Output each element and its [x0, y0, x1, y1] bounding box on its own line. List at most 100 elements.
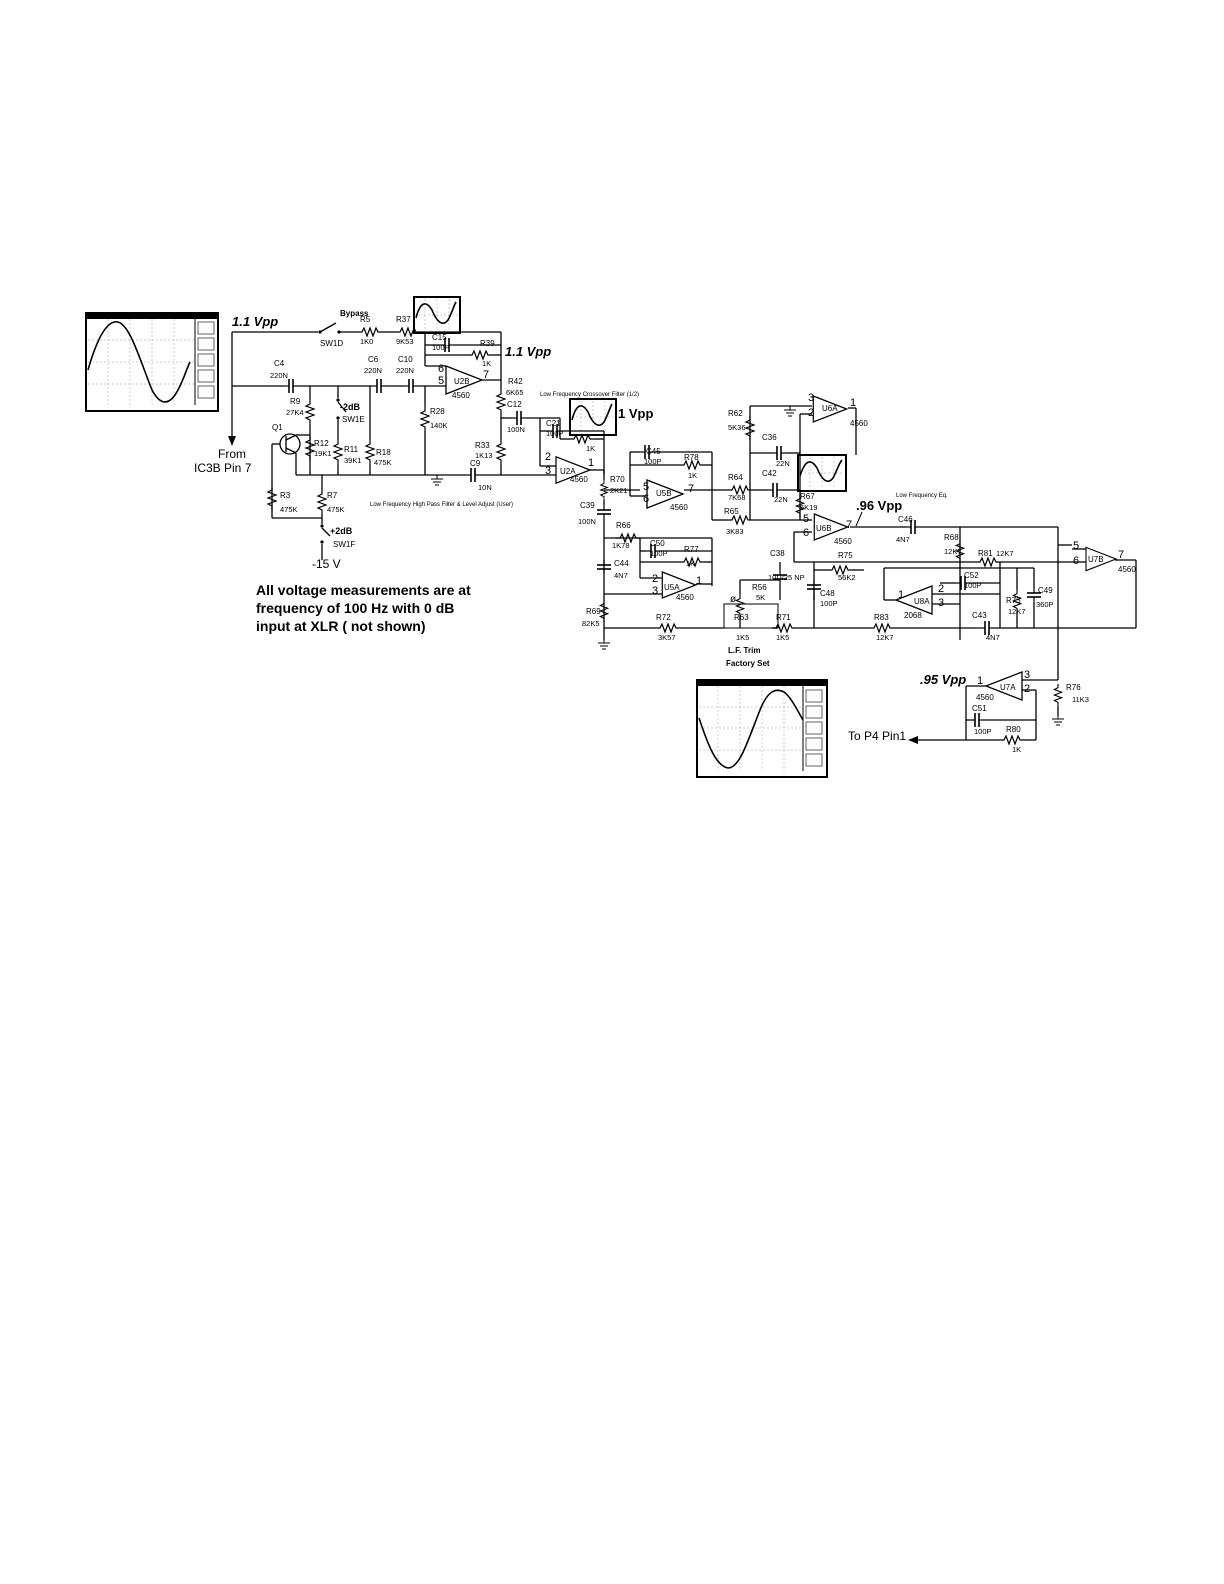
scope-screenshot-output: [696, 679, 828, 778]
svg-text:5: 5: [1073, 540, 1079, 552]
capacitor-c36-ref: C36: [762, 433, 777, 442]
resistor-r76-val: 11K3: [1072, 695, 1089, 704]
resistor-r67-val: 6K19: [800, 503, 818, 512]
resistor-r69-ref: R69: [586, 607, 601, 616]
hp-filter-caption: Low Frequency High Pass Filter & Level A…: [370, 502, 513, 508]
resistor-r12-ref: R12: [314, 439, 329, 448]
scope-screenshot-u2b: [413, 296, 461, 334]
resistor-r72-val: 3K57: [658, 633, 676, 642]
svg-text:6: 6: [438, 363, 444, 375]
capacitor-c15-val: 100P: [432, 343, 450, 352]
crossover-caption: Low Frequency Crossover Filter (1/2): [540, 392, 639, 398]
capacitor-c46-val: 4N7: [896, 535, 910, 544]
vpp-input: 1.1 Vpp: [232, 314, 278, 329]
capacitor-c9-ref: C9: [470, 459, 481, 468]
resistor-r66-ref: R66: [616, 521, 631, 530]
resistor-r62-val: 5K36: [728, 423, 746, 432]
capacitor-c38-ref: C38: [770, 549, 785, 558]
note-line-2: frequency of 100 Hz with 0 dB: [256, 600, 454, 616]
resistor-r75-val: 56K2: [838, 573, 856, 582]
svg-text:7: 7: [483, 369, 489, 381]
resistor-r77-val: 1K: [686, 559, 695, 568]
resistor-r42-val: 6K65: [506, 388, 524, 397]
resistor-r3-val: 475K: [280, 505, 298, 514]
svg-text:1: 1: [696, 575, 702, 587]
capacitor-c44-val: 4N7: [614, 571, 628, 580]
capacitor-c10-val: 220N: [396, 366, 414, 375]
svg-text:1: 1: [977, 675, 983, 687]
svg-text:3: 3: [1024, 669, 1030, 681]
resistor-r80-val: 1K: [1012, 745, 1021, 754]
resistor-r78-ref: R78: [684, 453, 699, 462]
resistor-r11-val: 39K1: [344, 456, 362, 465]
capacitor-c50-ref: C50: [650, 539, 665, 548]
capacitor-c15-ref: C15: [432, 333, 447, 342]
switch-sw1d: SW1D: [320, 339, 343, 348]
resistor-r73-ref: R73: [1006, 596, 1021, 605]
svg-text:1: 1: [898, 589, 904, 601]
resistor-r39-ref: R39: [480, 339, 495, 348]
opamp-u6a-part: 4560: [850, 419, 868, 428]
resistor-r64-val: 7K68: [728, 493, 746, 502]
opamp-u2a-ref: U2A: [560, 467, 576, 476]
capacitor-c36-val: 22N: [776, 459, 790, 468]
svg-text:3: 3: [808, 392, 814, 404]
resistor-r76-ref: R76: [1066, 683, 1081, 692]
capacitor-c39-val: 100N: [578, 517, 596, 526]
capacitor-c21-ref: C21: [546, 419, 561, 428]
capacitor-c45-val: 100P: [644, 457, 662, 466]
capacitor-c48-val: 100P: [820, 599, 838, 608]
opamp-u5a-ref: U5A: [664, 583, 680, 592]
opamp-u6a-ref: U6A: [822, 404, 838, 413]
resistor-r28-val: 140K: [430, 421, 448, 430]
capacitor-c21-val: 100P: [546, 429, 564, 438]
scope-screenshot-input: [85, 312, 219, 412]
capacitor-c49-ref: C49: [1038, 586, 1053, 595]
negative-supply-label: -15 V: [312, 557, 341, 571]
resistor-r63-ref: R63: [734, 613, 749, 622]
opamp-u5b-part: 4560: [670, 503, 688, 512]
resistor-r5-val: 1K0: [360, 337, 373, 346]
vpp-u2b: 1.1 Vpp: [505, 344, 551, 359]
resistor-r72-ref: R72: [656, 613, 671, 622]
switch-sw1e: SW1E: [342, 415, 365, 424]
from-pin-label: IC3B Pin 7: [194, 461, 252, 475]
resistor-r11-ref: R11: [344, 445, 359, 454]
capacitor-c44-ref: C44: [614, 559, 629, 568]
resistor-r5-ref: R5: [360, 315, 371, 324]
opamp-u7b-ref: U7B: [1088, 555, 1104, 564]
resistor-r63-val: 1K5: [736, 633, 749, 642]
opamp-u2b-part: 4560: [452, 391, 470, 400]
capacitor-c9-val: 10N: [478, 483, 492, 492]
resistor-r75-ref: R75: [838, 551, 853, 560]
note-line-3: input at XLR ( not shown): [256, 618, 426, 634]
resistor-r64-ref: R64: [728, 473, 743, 482]
svg-text:6: 6: [803, 527, 809, 539]
svg-text:1: 1: [850, 397, 856, 409]
resistor-r9-val: 27K4: [286, 408, 304, 417]
factory-set-label: Factory Set: [726, 659, 770, 668]
resistor-r69-val: 82K5: [582, 619, 600, 628]
resistor-r81-val: 12K7: [996, 549, 1014, 558]
opamp-u6a: U6A 4560: [812, 395, 868, 428]
output-destination-label: To P4 Pin1: [848, 729, 906, 743]
opamp-u6b-part: 4560: [834, 537, 852, 546]
svg-text:2: 2: [1024, 683, 1030, 695]
opamp-u7a-part: 4560: [976, 693, 994, 702]
opamp-u8a-part: 2068: [904, 611, 922, 620]
resistor-r71-val: 1K5: [776, 633, 789, 642]
capacitor-c50-val: 100P: [650, 549, 668, 558]
switch-sw1f: SW1F: [333, 540, 355, 549]
capacitor-c10-ref: C10: [398, 355, 413, 364]
capacitor-c46-ref: C46: [898, 515, 913, 524]
svg-text:5: 5: [438, 375, 444, 387]
resistor-r67-ref: R67: [800, 492, 815, 501]
opamp-u7a-ref: U7A: [1000, 683, 1016, 692]
resistor-r77-ref: R77: [684, 545, 699, 554]
minus-2db-label: -2dB: [340, 402, 361, 412]
capacitor-c43-ref: C43: [972, 611, 987, 620]
opamp-u2b: U2B 4560: [445, 365, 483, 400]
resistor-r70-val: 2K21: [610, 486, 628, 495]
opamp-u8a: U8A 2068: [894, 585, 933, 620]
resistor-r39-val: 1K: [482, 359, 491, 368]
